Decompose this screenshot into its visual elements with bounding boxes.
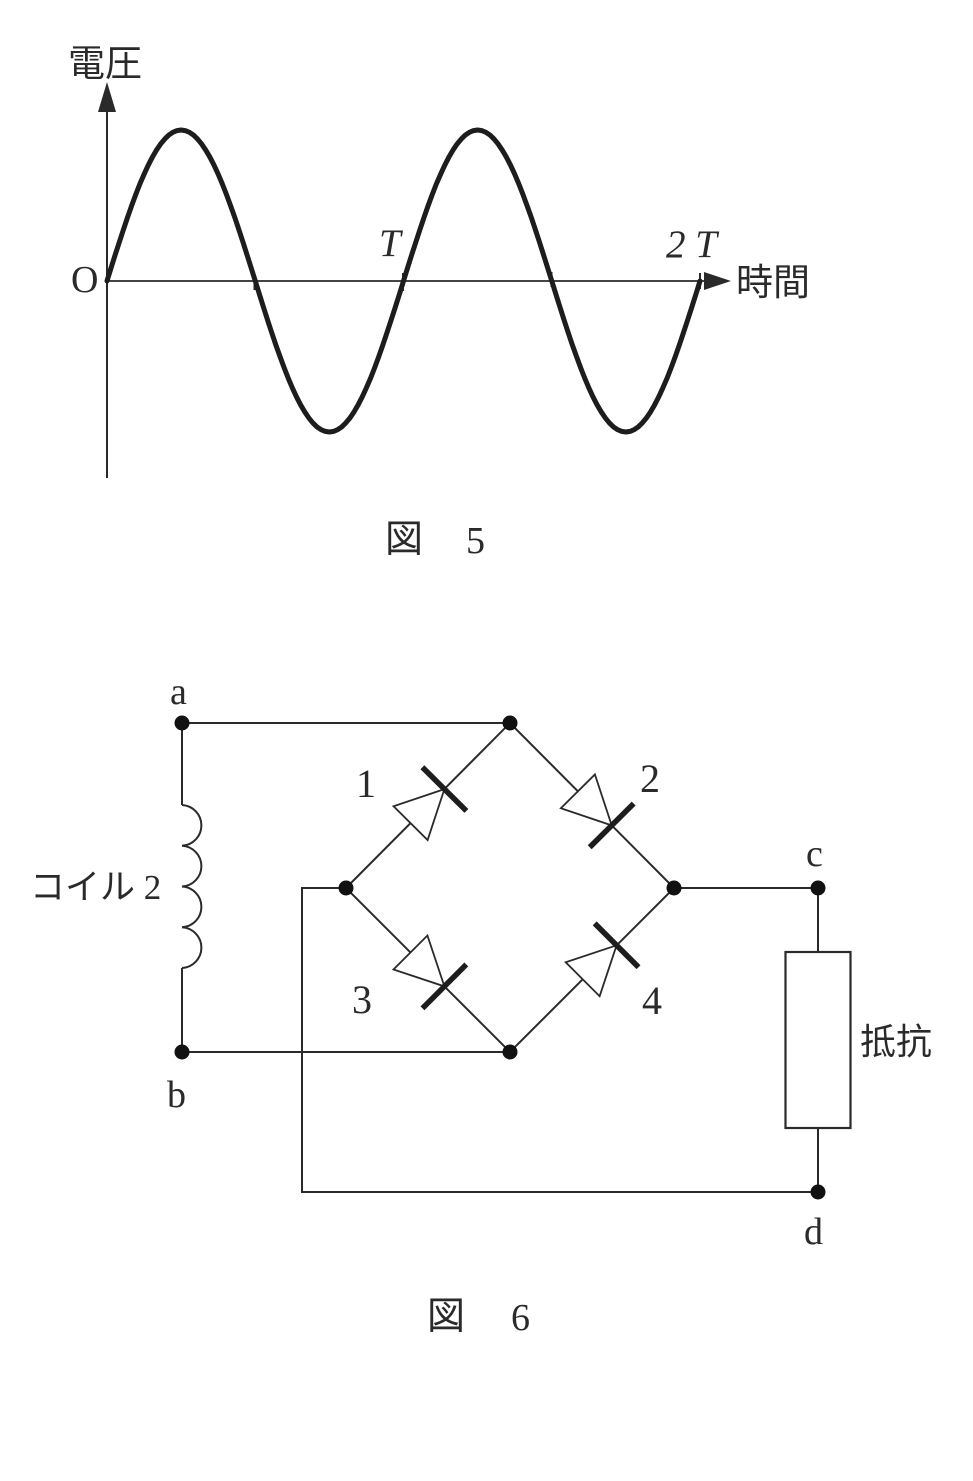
diode-2-icon — [559, 772, 636, 850]
figure6-caption: 図 6 — [427, 1296, 530, 1339]
y-axis-arrow-icon — [98, 82, 116, 112]
tick-label-t: T — [379, 222, 403, 265]
diode-1-label: 1 — [356, 761, 376, 806]
terminal-d-label: d — [804, 1211, 823, 1253]
bridge-diamond-wires — [345, 721, 675, 1054]
node-d-dot — [810, 1184, 826, 1200]
diode-bridge — [391, 765, 641, 1011]
figure5-caption-prefix: 図 — [385, 519, 423, 561]
terminal-a-label: a — [170, 671, 187, 713]
coil-label: コイル 2 — [30, 868, 161, 907]
sine-curve — [104, 127, 703, 435]
diode-3-cathode-bar — [420, 962, 469, 1011]
figure6-rectifier-circuit: a b c d 1 2 3 4 コイル 2 抵抗 図 6 — [30, 671, 932, 1339]
figure5-caption-number: 5 — [466, 520, 485, 562]
figure6-caption-number: 6 — [511, 1297, 530, 1339]
node-a-dot — [174, 715, 190, 731]
diode-2-label: 2 — [640, 756, 660, 801]
wire-bridge-left-to-d — [301, 887, 818, 1193]
figure5-voltage-waveform: 電圧 時間 O T 2 T 図 5 — [68, 44, 810, 562]
node-b-dot — [174, 1044, 190, 1060]
diode-1-cathode-bar — [420, 765, 469, 813]
diode-2-cathode-bar — [587, 801, 636, 850]
diode-4-cathode-bar — [592, 921, 641, 970]
diode-4-triangle — [564, 943, 619, 998]
diode-3-label: 3 — [352, 977, 372, 1022]
x-axis-arrow-icon — [704, 272, 731, 290]
bridge-right-node-dot — [666, 880, 682, 896]
bridge-left-node-dot — [338, 880, 354, 896]
terminal-c-label: c — [806, 833, 823, 875]
resistor-symbol — [784, 950, 852, 1130]
coil-symbol — [181, 804, 203, 969]
diode-2-triangle — [559, 772, 614, 827]
diode-4-label: 4 — [642, 978, 662, 1023]
diode-1-triangle — [391, 787, 446, 842]
node-c-dot — [810, 880, 826, 896]
diode-3-icon — [391, 933, 469, 1011]
y-axis-label: 電圧 — [68, 44, 142, 85]
resistor-label: 抵抗 — [860, 1022, 932, 1062]
figure5-caption: 図 5 — [385, 519, 485, 562]
circuit-wires — [181, 721, 819, 1193]
origin-label: O — [71, 259, 98, 301]
bridge-top-node-dot — [502, 715, 518, 731]
diode-4-icon — [564, 921, 641, 998]
tick-label-2t: 2 T — [666, 223, 719, 266]
junction-dots — [174, 715, 826, 1200]
figure6-caption-prefix: 図 — [427, 1296, 465, 1338]
diode-1-icon — [391, 765, 469, 842]
diode-3-triangle — [391, 933, 446, 988]
x-axis-label: 時間 — [736, 263, 810, 304]
terminal-b-label: b — [167, 1074, 186, 1116]
bridge-bottom-node-dot — [502, 1044, 518, 1060]
